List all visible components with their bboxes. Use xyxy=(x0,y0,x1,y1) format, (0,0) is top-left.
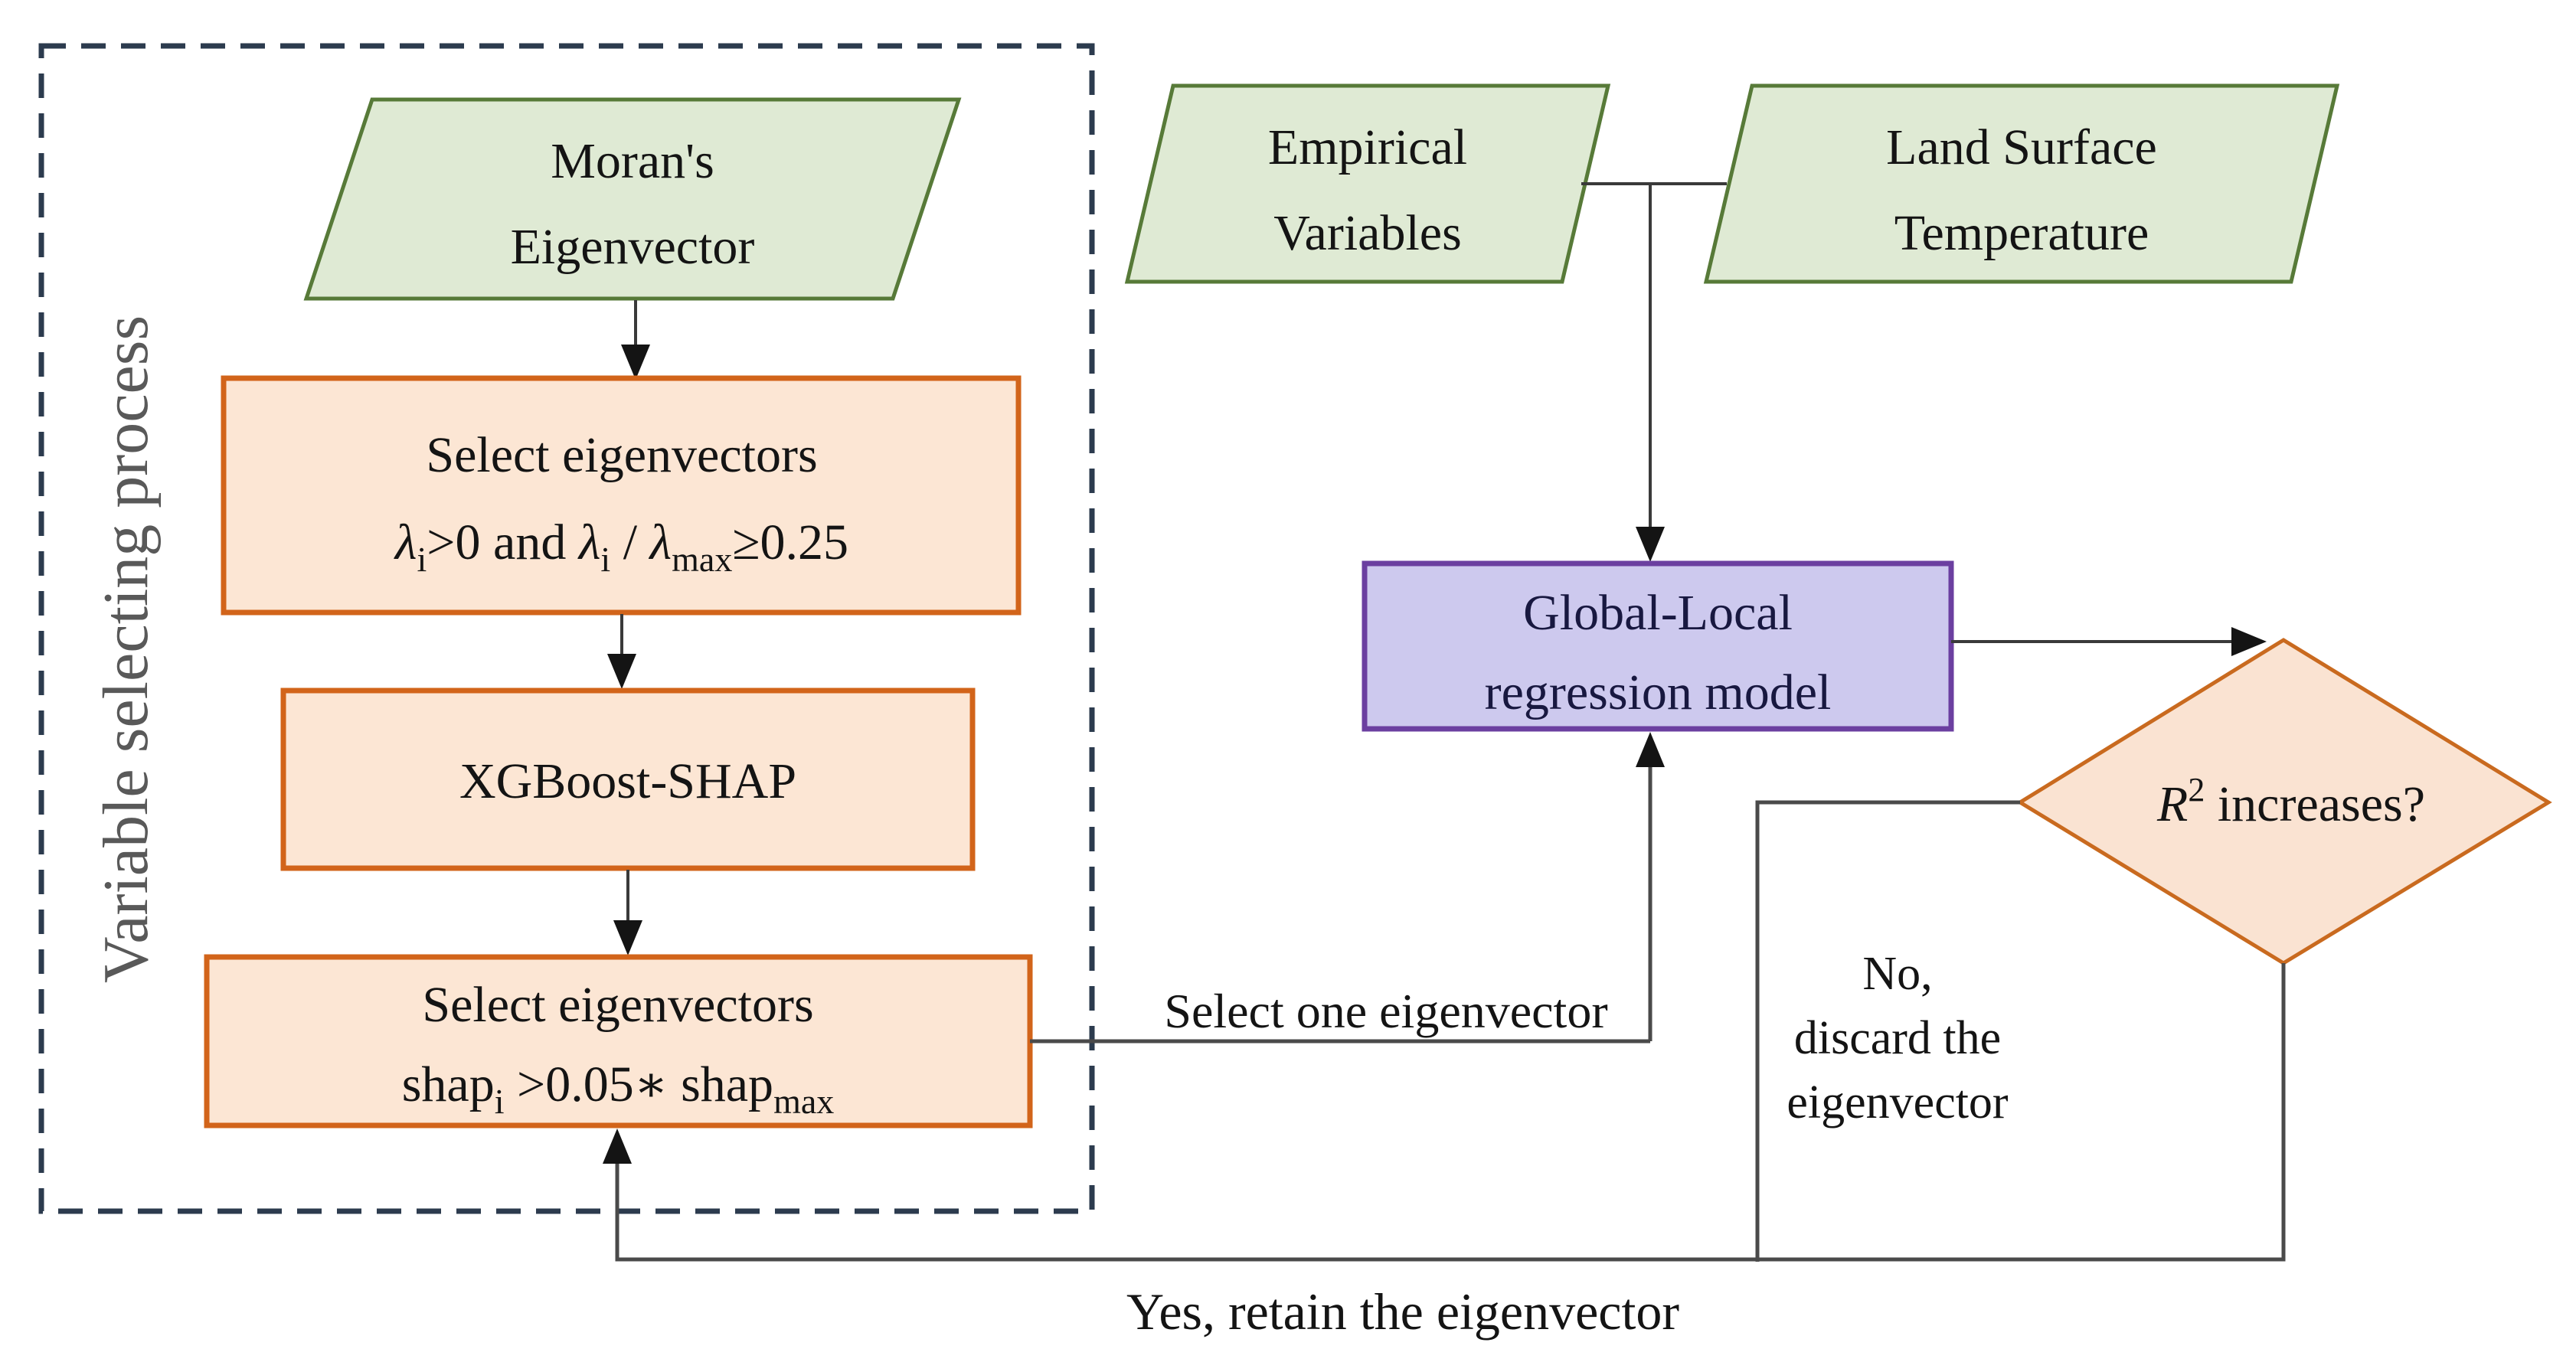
r-superscript-2: 2 xyxy=(2188,771,2205,808)
land-surface-temperature-label-line1: Land Surface xyxy=(1886,119,2157,175)
shap-op: >0.05∗ xyxy=(504,1057,681,1112)
lambda-sub-i: i xyxy=(600,540,610,579)
yes-retain-label: Yes, retain the eigenvector xyxy=(1126,1282,1679,1341)
shap-base: shap xyxy=(402,1057,495,1112)
empirical-variables-label-line2: Variables xyxy=(1273,205,1462,261)
select-one-eigenvector-label: Select one eigenvector xyxy=(1164,984,1607,1038)
select-eigenvectors-shap-formula: shapi >0.05∗ shapmax xyxy=(402,1057,835,1121)
model-label-line2: regression model xyxy=(1485,665,1832,720)
arrowhead-inputs-to-model-icon xyxy=(1636,527,1665,562)
select-eigenvectors-lambda-line1: Select eigenvectors xyxy=(426,427,817,483)
no-label-line1: No, xyxy=(1862,948,1932,1000)
arrowhead-lambda-to-xgboost-icon xyxy=(607,654,636,689)
land-surface-temperature-node xyxy=(1703,83,2340,284)
shap-sub-i: i xyxy=(495,1082,505,1121)
select-eigenvectors-lambda-formula: λi>0 and λi / λmax≥0.25 xyxy=(394,514,848,579)
global-local-regression-model-node xyxy=(1362,560,1954,732)
select-eigenvectors-shap-node xyxy=(204,954,1033,1128)
morans-eigenvector-label-line2: Eigenvector xyxy=(511,219,755,275)
lambda-threshold: ≥0.25 xyxy=(732,514,848,570)
xgboost-shap-node xyxy=(280,688,976,871)
lambda-symbol: λ xyxy=(649,514,672,570)
shap-base: shap xyxy=(681,1057,773,1112)
land-surface-temperature-label-line2: Temperature xyxy=(1894,205,2149,261)
select-eigenvectors-shap-line1: Select eigenvectors xyxy=(422,977,813,1033)
arrowhead-model-to-decision-icon xyxy=(2231,627,2267,656)
morans-eigenvector-label-line1: Moran's xyxy=(551,133,714,189)
edge-no-path xyxy=(1755,800,2020,1262)
lambda-sub-max: max xyxy=(672,540,732,579)
empirical-variables-label-line1: Empirical xyxy=(1268,119,1467,175)
no-label-line2: discard the xyxy=(1794,1012,2001,1064)
empirical-variables-node xyxy=(1124,83,1611,284)
lambda-op1: >0 and xyxy=(427,514,579,570)
lambda-symbol: λ xyxy=(394,514,417,570)
select-eigenvectors-lambda-node xyxy=(221,375,1022,616)
edge-yes-return-path xyxy=(615,963,2286,1262)
xgboost-shap-label: XGBoost-SHAP xyxy=(459,753,796,809)
arrowhead-select-one-to-model-icon xyxy=(1636,732,1665,767)
model-label-line1: Global-Local xyxy=(1523,585,1793,641)
r2-increases-label: R2 increases? xyxy=(2156,771,2425,832)
arrowhead-yes-to-shap-icon xyxy=(603,1128,632,1164)
morans-eigenvector-node xyxy=(303,97,962,301)
increases-question: increases? xyxy=(2205,776,2425,832)
lambda-op2: / xyxy=(610,514,649,570)
no-label-line3: eigenvector xyxy=(1787,1076,2009,1128)
arrowhead-morans-to-lambda-icon xyxy=(621,345,650,380)
arrowhead-xgboost-to-shap-icon xyxy=(613,920,642,955)
variable-selecting-process-container xyxy=(38,43,1095,1214)
shap-sub-max: max xyxy=(773,1082,834,1121)
r-symbol: R xyxy=(2156,776,2188,832)
lambda-sub-i: i xyxy=(417,540,427,579)
lambda-symbol: λ xyxy=(577,514,601,570)
container-label: Variable selecting process xyxy=(90,315,162,983)
